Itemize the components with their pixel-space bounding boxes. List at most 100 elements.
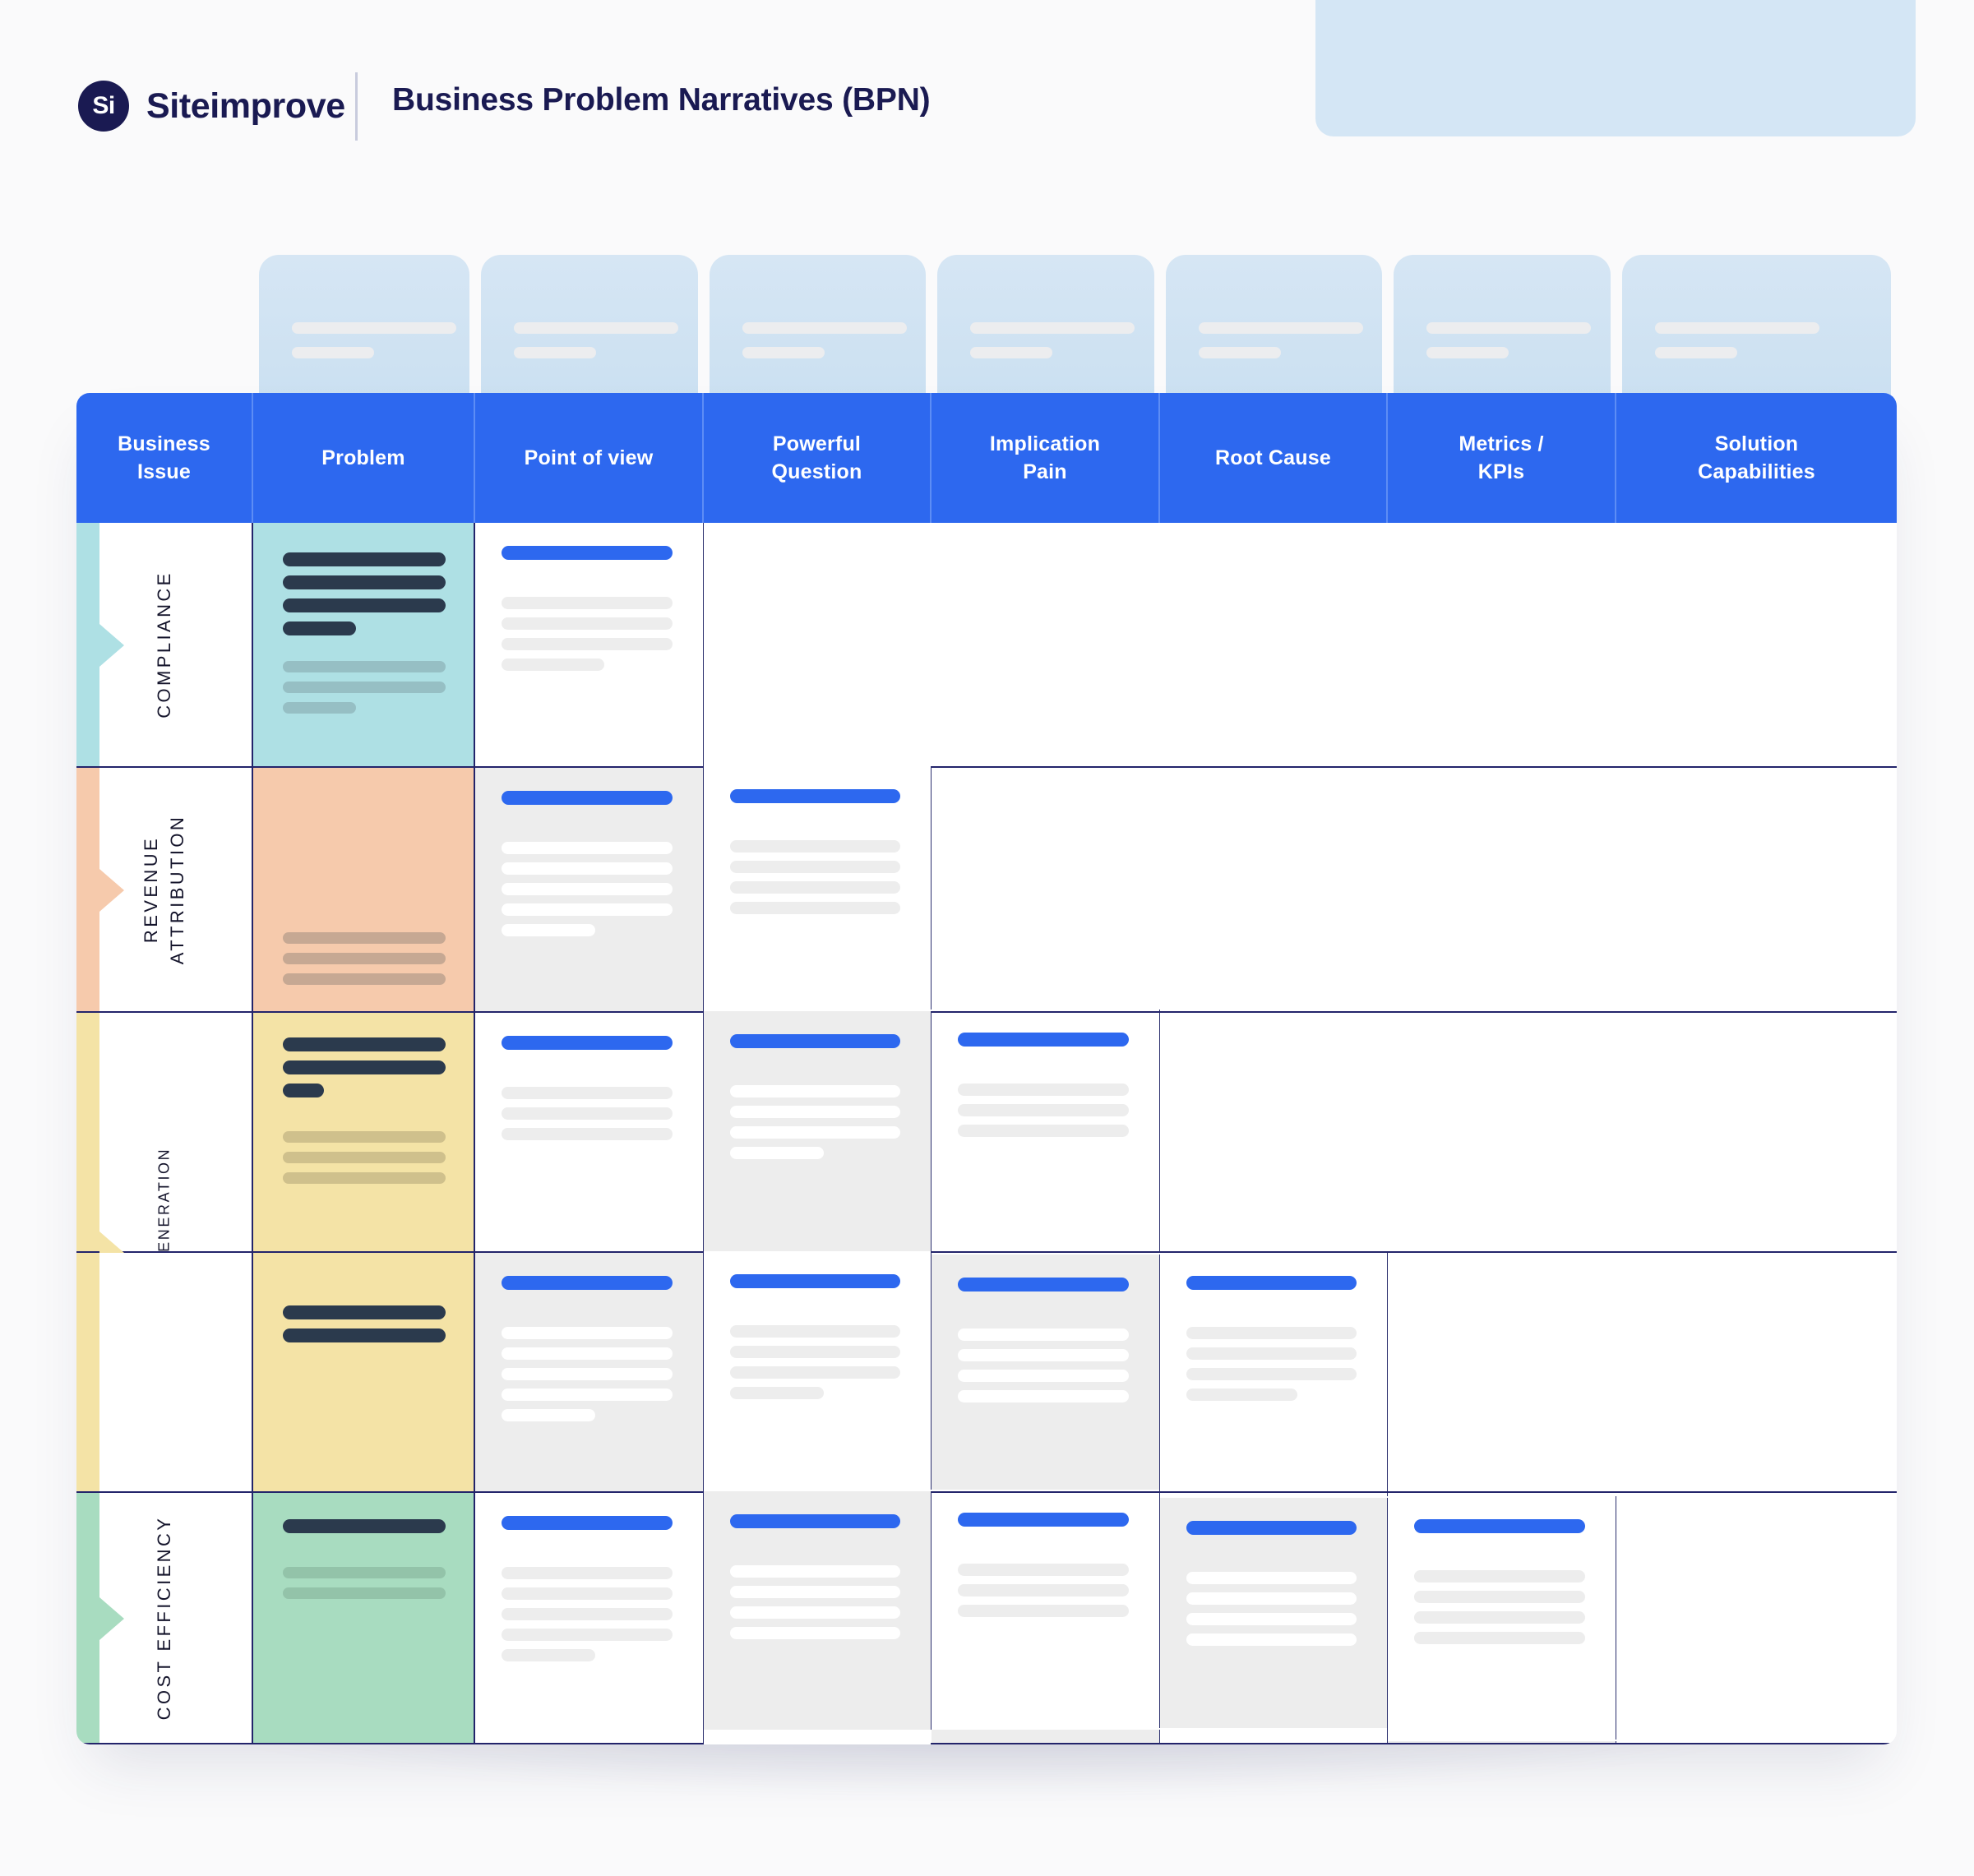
column-header-point-of-view[interactable]: Point of view [475, 393, 704, 523]
cell-text-placeholder [502, 903, 673, 916]
problem-cell[interactable] [253, 1493, 475, 1743]
powerful-question-cell[interactable] [704, 766, 932, 1010]
problem-subtext-placeholder [283, 973, 446, 985]
cell-heading-placeholder [1186, 1276, 1357, 1290]
problem-cell[interactable] [253, 1253, 475, 1491]
cell-text-placeholder [502, 1128, 673, 1140]
problem-text-placeholder [283, 575, 446, 589]
powerful-question-cell[interactable] [704, 1011, 932, 1255]
column-header-problem[interactable]: Problem [253, 393, 475, 523]
tab-line-primary [1655, 322, 1819, 334]
tab-line-secondary [292, 347, 374, 358]
cell-text-placeholder [730, 902, 900, 914]
business-issue-color-strip [76, 523, 99, 766]
problem-text-placeholder [283, 598, 446, 612]
cell-text-placeholder [730, 1627, 900, 1639]
problem-subtext-placeholder [283, 1587, 446, 1599]
cell-text-placeholder [502, 638, 673, 650]
cell-text-placeholder [1414, 1591, 1585, 1603]
column-header-solution-capabilities[interactable]: Solution Capabilities [1616, 393, 1897, 523]
cell-text-placeholder [958, 1584, 1129, 1596]
cell-heading-placeholder [502, 1516, 673, 1530]
column-header-label: Business Issue [118, 432, 210, 483]
business-issue-cell[interactable]: COMPLIANCE [76, 523, 253, 766]
column-header-label: Root Cause [1215, 446, 1331, 469]
point-of-view-cell[interactable] [475, 1253, 704, 1491]
column-header-label: Implication Pain [989, 432, 1101, 483]
business-issue-color-strip [76, 1493, 99, 1743]
column-header-powerful-question[interactable]: Powerful Question [704, 393, 932, 523]
cell-text-placeholder [1414, 1611, 1585, 1624]
business-issue-cell[interactable]: COST EFFICIENCY [76, 1493, 253, 1743]
tab-line-primary [514, 322, 678, 334]
tab-line-primary [1199, 322, 1363, 334]
problem-cell[interactable] [253, 768, 475, 1011]
cell-text-placeholder [730, 1366, 900, 1379]
business-issue-pointer-icon [99, 1597, 124, 1640]
column-header-root-cause[interactable]: Root Cause [1160, 393, 1388, 523]
cell-text-placeholder [958, 1605, 1129, 1617]
tab-line-secondary [1199, 347, 1281, 358]
cell-text-placeholder [502, 1389, 673, 1401]
cell-text-placeholder [502, 1587, 673, 1600]
point-of-view-cell[interactable] [475, 768, 704, 1011]
implication-pain-cell[interactable] [932, 1490, 1160, 1728]
problem-text-placeholder [283, 1328, 446, 1342]
cell-text-placeholder [1186, 1572, 1357, 1584]
problem-text-placeholder [283, 1305, 446, 1319]
cell-heading-placeholder [730, 1514, 900, 1528]
tab-line-primary [742, 322, 907, 334]
point-of-view-cell[interactable] [475, 1013, 704, 1251]
implication-pain-cell[interactable] [932, 1730, 1160, 1744]
cell-heading-placeholder [958, 1513, 1129, 1527]
cell-text-placeholder [958, 1390, 1129, 1402]
account-panel[interactable] [1315, 0, 1916, 136]
business-issue-pointer-icon [99, 624, 124, 667]
cell-text-placeholder [1186, 1389, 1297, 1401]
cell-text-placeholder [502, 1649, 596, 1661]
metrics-kpis-cell[interactable] [1388, 1496, 1616, 1740]
cell-text-placeholder [1186, 1633, 1357, 1646]
point-of-view-cell[interactable] [475, 1493, 704, 1743]
cell-text-placeholder [502, 1629, 673, 1641]
cell-text-placeholder [730, 1586, 900, 1598]
cell-text-placeholder [502, 1107, 673, 1120]
cell-heading-placeholder [502, 546, 673, 560]
cell-text-placeholder [730, 1325, 900, 1338]
cell-text-placeholder [730, 1126, 900, 1139]
problem-text-placeholder [283, 1084, 324, 1097]
problem-text-placeholder [283, 552, 446, 566]
problem-cell[interactable] [253, 523, 475, 766]
tab-line-secondary [970, 347, 1052, 358]
business-issue-cell[interactable]: REVENUE GENERATION [76, 1013, 253, 1358]
business-issue-pointer-icon [99, 869, 124, 912]
cell-heading-placeholder [958, 1033, 1129, 1047]
solution-capabilities-cell[interactable] [1616, 1740, 1897, 1744]
column-header-implication-pain[interactable]: Implication Pain [932, 393, 1160, 523]
top-header-bar: Si Siteimprove Business Problem Narrativ… [0, 0, 1974, 141]
powerful-question-cell[interactable] [704, 1743, 932, 1744]
cell-heading-placeholder [730, 789, 900, 803]
business-issue-cell[interactable] [76, 1253, 253, 1491]
implication-pain-cell[interactable] [932, 1255, 1160, 1498]
problem-cell[interactable] [253, 1013, 475, 1251]
brand-name: Siteimprove [146, 85, 345, 126]
brand-lockup: Si Siteimprove [78, 81, 345, 132]
column-header-metrics-kpis[interactable]: Metrics / KPIs [1388, 393, 1616, 523]
root-cause-cell[interactable] [1160, 1253, 1388, 1496]
column-header-business-issue[interactable]: Business Issue [76, 393, 253, 523]
cell-text-placeholder [958, 1104, 1129, 1116]
powerful-question-cell[interactable] [704, 1251, 932, 1490]
cell-text-placeholder [502, 862, 673, 875]
root-cause-cell[interactable] [1160, 1728, 1388, 1744]
cell-text-placeholder [502, 617, 673, 630]
powerful-question-cell[interactable] [704, 1491, 932, 1730]
problem-subtext-placeholder [283, 682, 446, 693]
root-cause-cell[interactable] [1160, 1498, 1388, 1741]
implication-pain-cell[interactable] [932, 1010, 1160, 1253]
problem-text-placeholder [283, 621, 357, 635]
point-of-view-cell[interactable] [475, 523, 704, 766]
problem-text-placeholder [283, 1519, 446, 1533]
